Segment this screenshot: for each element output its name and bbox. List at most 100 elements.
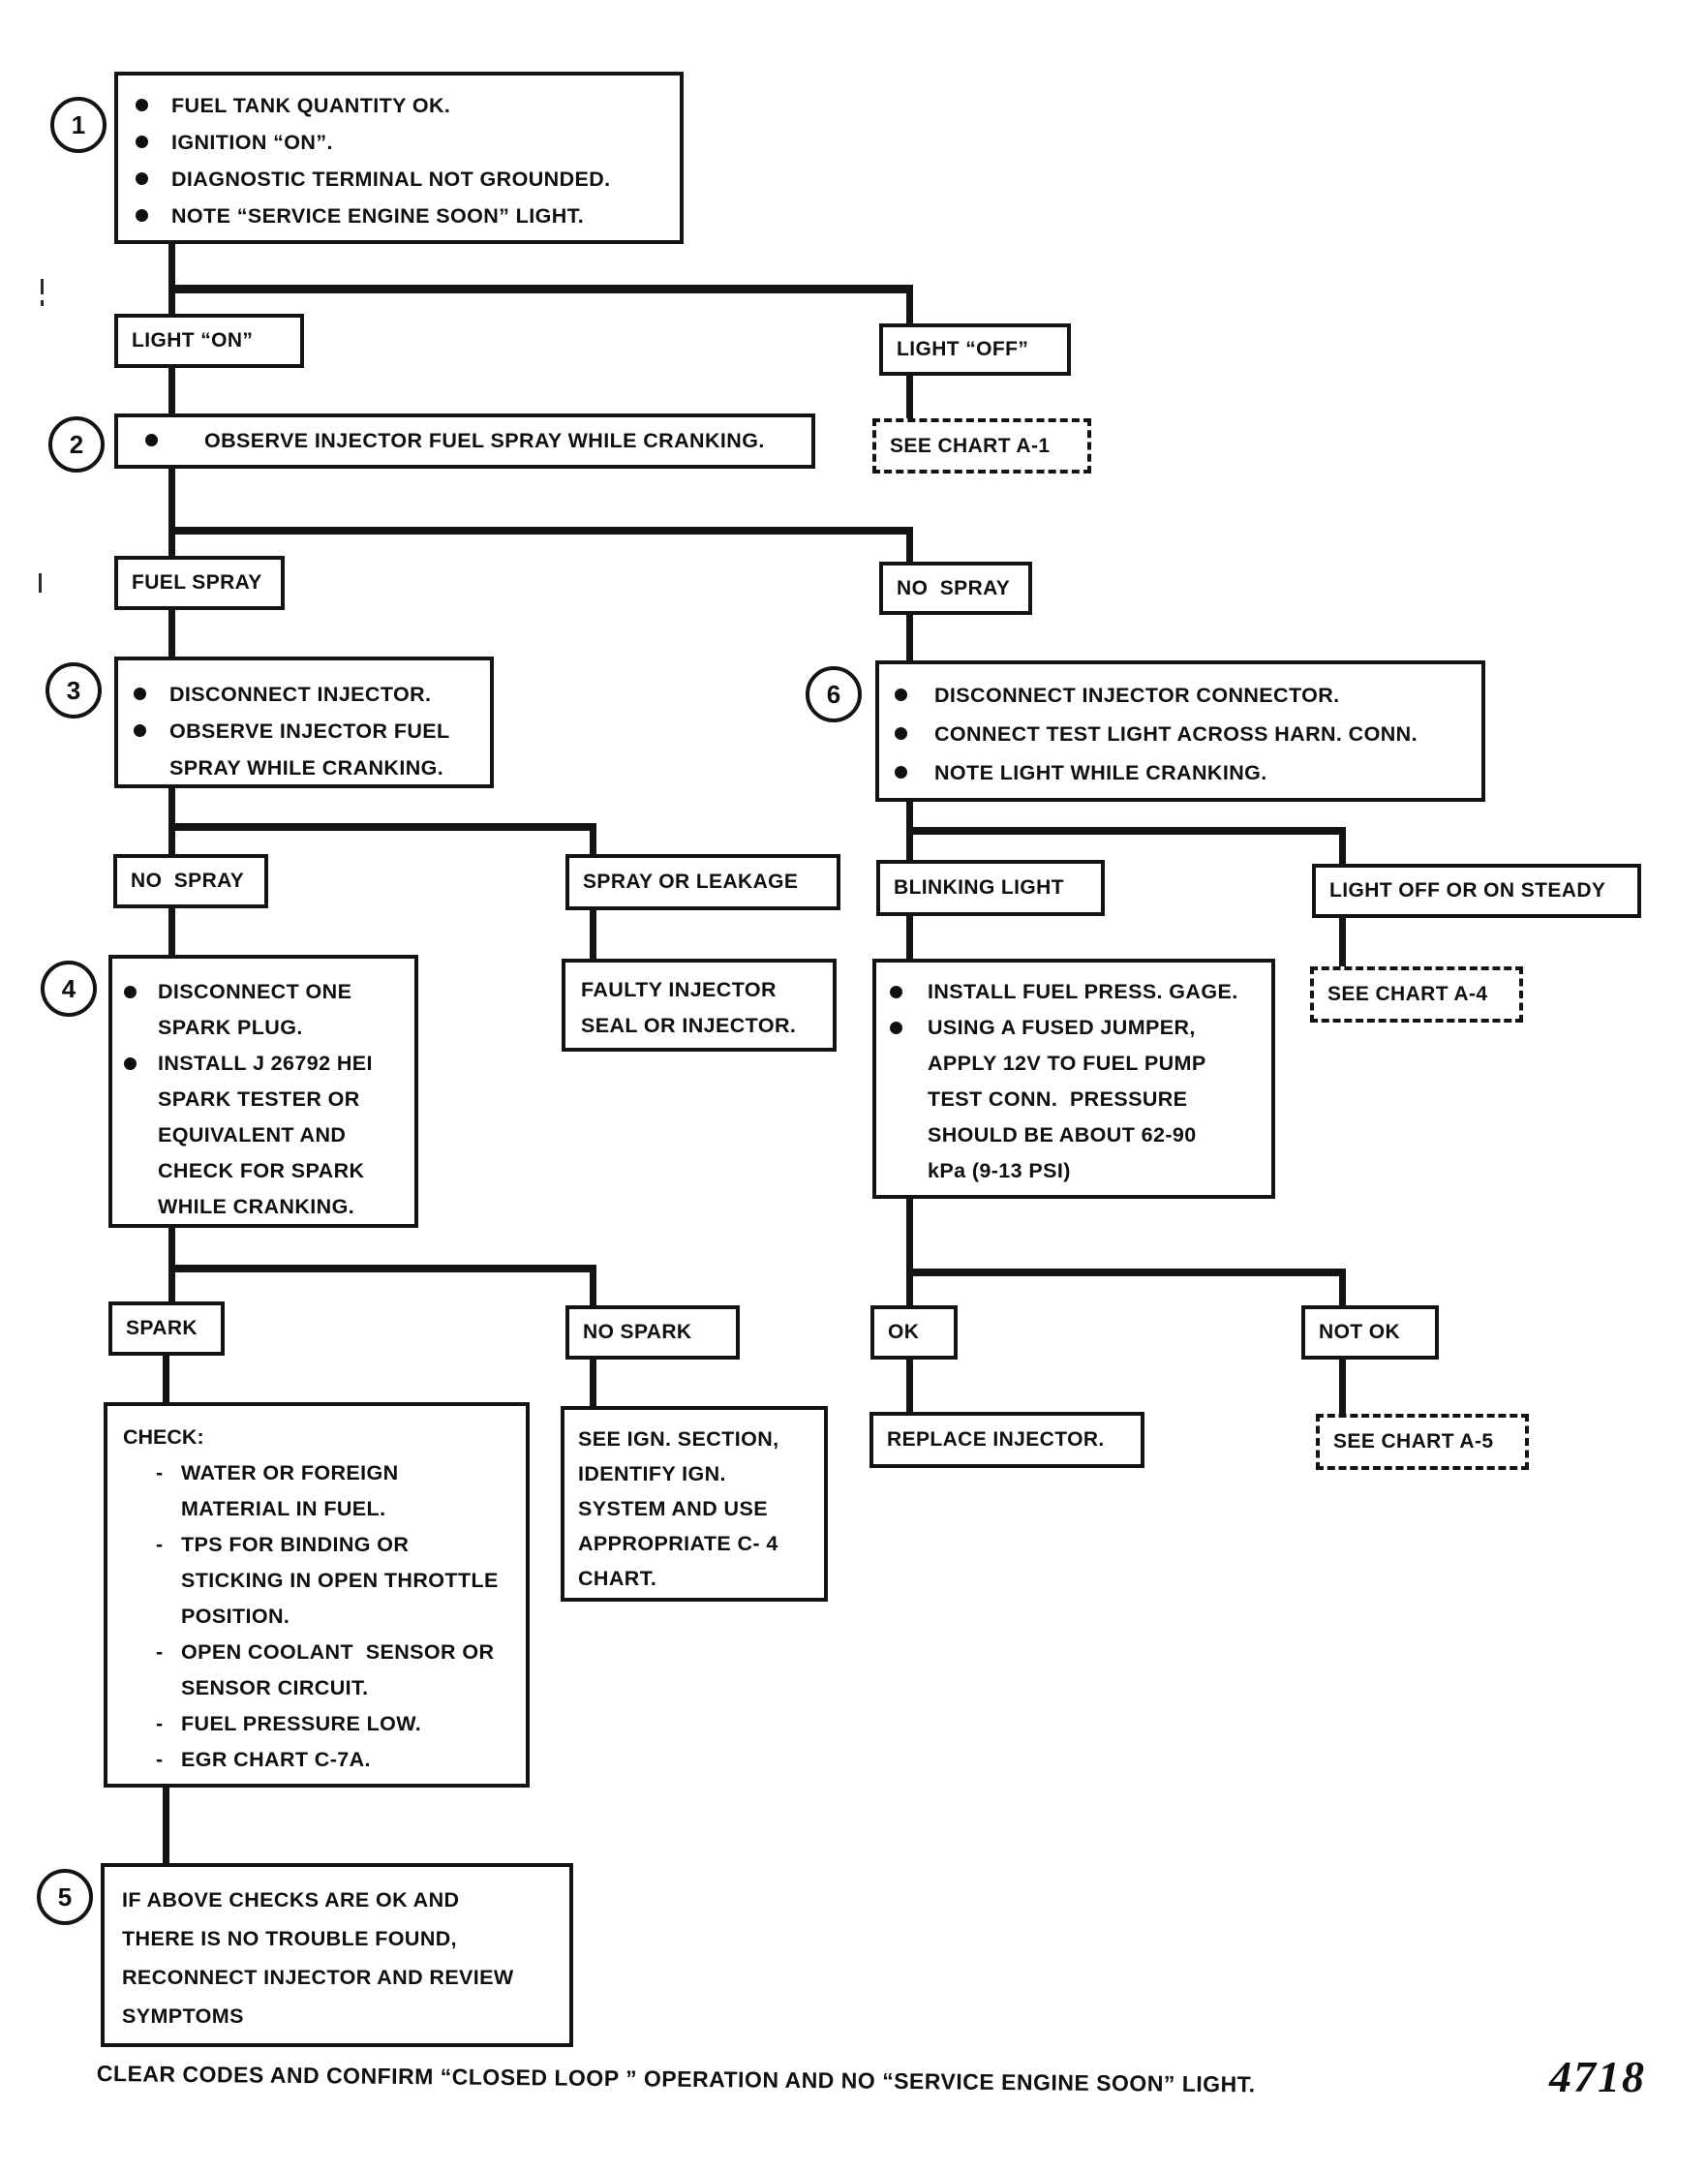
node-spray-or-leakage: SPRAY OR LEAKAGE — [565, 854, 840, 910]
node-light-off: LIGHT “OFF” — [879, 323, 1071, 376]
dash-icon: - — [156, 1748, 164, 1771]
connector-line — [168, 1265, 175, 1301]
condition-label: SPRAY OR LEAKAGE — [583, 871, 799, 893]
step3-item: DISCONNECT INJECTOR. — [169, 683, 432, 706]
condition-label: BLINKING LIGHT — [894, 876, 1064, 899]
step2-item: OBSERVE INJECTOR FUEL SPRAY WHILE CRANKI… — [204, 429, 765, 452]
step-number-badge: 5 — [37, 1869, 93, 1925]
connector-line — [906, 912, 913, 961]
condition-label: FUEL SPRAY — [132, 571, 262, 594]
node-fuel-pressure: INSTALL FUEL PRESS. GAGE. USING A FUSED … — [872, 959, 1275, 1199]
bullet-dot-icon — [136, 209, 148, 222]
connector-line — [906, 1269, 913, 1305]
step5-text: IF ABOVE CHECKS ARE OK AND THERE IS NO T… — [122, 1888, 514, 2028]
node-see-chart-a1: SEE CHART A-1 — [872, 418, 1091, 474]
step1-item: DIAGNOSTIC TERMINAL NOT GROUNDED. — [171, 168, 611, 191]
connector-line — [1339, 1269, 1346, 1305]
step-number-badge: 2 — [48, 416, 105, 473]
connector-line — [168, 823, 596, 831]
connector-line — [168, 786, 175, 829]
connector-line — [168, 285, 175, 316]
node-step5: IF ABOVE CHECKS ARE OK AND THERE IS NO T… — [101, 1863, 573, 2047]
node-light-off-or-on-steady: LIGHT OFF OR ON STEADY — [1312, 864, 1641, 918]
bullet-dot-icon — [145, 434, 158, 446]
step-number-badge: 3 — [46, 662, 102, 719]
bullet-dot-icon — [890, 986, 902, 998]
connector-line — [906, 827, 913, 860]
node-replace-injector: REPLACE INJECTOR. — [869, 1412, 1144, 1468]
connector-line — [906, 1197, 913, 1272]
fuel-pressure-item: USING A FUSED JUMPER, APPLY 12V TO FUEL … — [928, 1016, 1206, 1182]
condition-label: LIGHT OFF OR ON STEADY — [1329, 879, 1606, 902]
dash-icon: - — [156, 1533, 164, 1556]
chart-ref-label: SEE CHART A-4 — [1327, 983, 1488, 1005]
dash-icon: - — [156, 1712, 164, 1735]
bullet-dot-icon — [890, 1022, 902, 1034]
step6-item: NOTE LIGHT WHILE CRANKING. — [934, 761, 1267, 784]
node-step4: DISCONNECT ONE SPARK PLUG. INSTALL J 267… — [108, 955, 418, 1228]
step-number: 4 — [61, 973, 76, 1003]
step1-item: NOTE “SERVICE ENGINE SOON” LIGHT. — [171, 204, 585, 228]
step-number: 3 — [66, 675, 81, 705]
fuel-pressure-item: INSTALL FUEL PRESS. GAGE. — [928, 980, 1238, 1003]
step1-item: IGNITION “ON”. — [171, 131, 333, 154]
connector-line — [163, 1352, 169, 1402]
connector-line — [906, 1356, 913, 1412]
bullet-dot-icon — [134, 724, 146, 737]
condition-label: LIGHT “ON” — [132, 329, 254, 352]
step6-item: DISCONNECT INJECTOR CONNECTOR. — [934, 684, 1340, 707]
node-blinking-light: BLINKING LIGHT — [876, 860, 1105, 916]
bullet-dot-icon — [136, 99, 148, 111]
step4-item: DISCONNECT ONE SPARK PLUG. — [158, 980, 352, 1039]
condition-label: LIGHT “OFF” — [897, 338, 1029, 360]
connector-line — [906, 374, 913, 420]
condition-label: NO SPRAY — [131, 870, 245, 892]
check-item: FUEL PRESSURE LOW. — [181, 1712, 422, 1735]
bullet-dot-icon — [136, 136, 148, 148]
connector-line — [168, 1226, 175, 1272]
step1-item: FUEL TANK QUANTITY OK. — [171, 94, 451, 117]
connector-line — [168, 606, 175, 658]
node-see-ign: SEE IGN. SECTION, IDENTIFY IGN. SYSTEM A… — [561, 1406, 828, 1602]
result-text: FAULTY INJECTOR SEAL OR INJECTOR. — [581, 978, 797, 1037]
connector-line — [590, 823, 596, 854]
step4-item: INSTALL J 26792 HEI SPARK TESTER OR EQUI… — [158, 1052, 373, 1218]
connector-line — [168, 285, 913, 293]
node-light-on: LIGHT “ON” — [114, 314, 304, 368]
result-text: REPLACE INJECTOR. — [887, 1428, 1105, 1451]
step3-item: OBSERVE INJECTOR FUEL SPRAY WHILE CRANKI… — [169, 719, 450, 780]
node-see-chart-a5: SEE CHART A-5 — [1316, 1414, 1529, 1470]
scan-artifact — [41, 279, 44, 294]
node-not-ok: NOT OK — [1301, 1305, 1439, 1360]
bullet-dot-icon — [136, 172, 148, 185]
node-step2: OBSERVE INJECTOR FUEL SPRAY WHILE CRANKI… — [114, 413, 815, 469]
node-see-chart-a4: SEE CHART A-4 — [1310, 966, 1523, 1023]
bullet-dot-icon — [895, 766, 907, 779]
connector-line — [590, 1265, 596, 1305]
connector-line — [163, 1786, 169, 1863]
step-number: 2 — [69, 429, 84, 459]
connector-line — [906, 285, 913, 325]
bullet-dot-icon — [895, 727, 907, 740]
chart-ref-label: SEE CHART A-5 — [1333, 1430, 1494, 1453]
node-step6: DISCONNECT INJECTOR CONNECTOR. CONNECT T… — [875, 660, 1485, 802]
condition-label: NO SPRAY — [897, 576, 1011, 599]
connector-line — [590, 1356, 596, 1406]
connector-line — [168, 904, 175, 955]
connector-line — [1339, 914, 1346, 966]
dash-icon: - — [156, 1461, 164, 1484]
step-number: 5 — [57, 1881, 73, 1912]
node-check-list: CHECK: -WATER OR FOREIGN MATERIAL IN FUE… — [104, 1402, 530, 1788]
node-step3: DISCONNECT INJECTOR. OBSERVE INJECTOR FU… — [114, 657, 494, 788]
connector-line — [168, 1265, 596, 1272]
bullet-dot-icon — [895, 688, 907, 701]
connector-line — [168, 467, 175, 531]
connector-line — [906, 611, 913, 662]
node-fuel-spray: FUEL SPRAY — [114, 556, 285, 610]
footer-note: CLEAR CODES AND CONFIRM “CLOSED LOOP ” O… — [96, 2061, 1256, 2097]
condition-label: OK — [888, 1321, 920, 1343]
check-item: WATER OR FOREIGN MATERIAL IN FUEL. — [181, 1461, 399, 1520]
check-title: CHECK: — [123, 1425, 204, 1449]
dash-icon: - — [156, 1640, 164, 1664]
